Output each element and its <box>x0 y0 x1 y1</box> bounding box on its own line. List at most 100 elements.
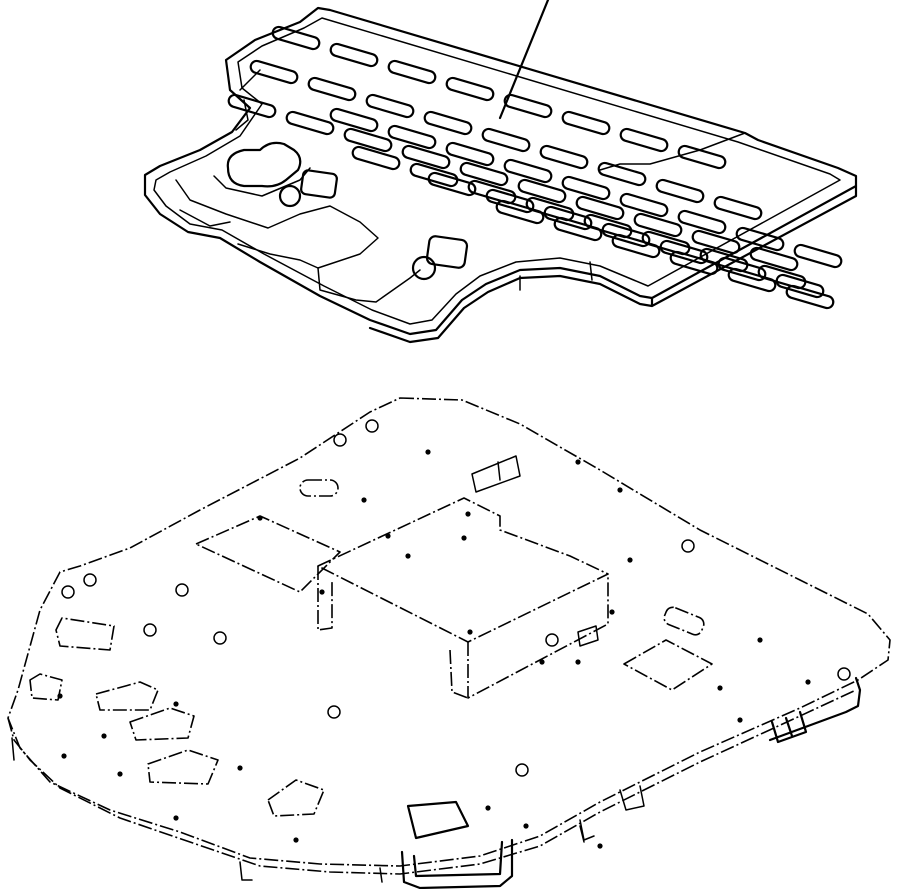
mat-rib-slot <box>249 59 299 85</box>
mat-rib-slot <box>575 195 625 221</box>
mat-rib-slot <box>597 161 647 187</box>
mat-rib-slot <box>227 93 277 119</box>
plate-hole <box>333 433 347 447</box>
mat-rib-slot <box>691 229 741 255</box>
mat-rib-slot <box>611 233 661 259</box>
mat-rib-slot <box>307 76 357 102</box>
plate-edge <box>7 689 857 875</box>
mat-rib-slot <box>699 247 749 273</box>
plate-bolt <box>617 487 623 493</box>
plate-bolt <box>385 533 391 539</box>
mat-rib-slot <box>735 226 785 252</box>
plate-hole <box>545 633 559 647</box>
plate-opening-front <box>267 779 325 817</box>
mat-rib-slot <box>459 161 509 187</box>
plate-opening-left-b <box>29 673 63 701</box>
plate-bolt <box>485 805 491 811</box>
plate-front-handle <box>400 838 514 889</box>
mat-rib-slot <box>641 230 691 256</box>
plate-bracket-right <box>768 676 862 744</box>
mat-rib-slot <box>793 243 843 269</box>
mat-rib-slot <box>583 213 633 239</box>
mat-rib-slot <box>785 284 835 310</box>
plate-bolt <box>173 815 179 821</box>
plate-front-pad <box>406 800 470 840</box>
plate-bolt <box>465 511 471 517</box>
mat-rib-slot <box>427 171 477 197</box>
mat-rib-slot <box>775 273 825 299</box>
floor-mat <box>143 6 858 344</box>
plate-opening-right <box>623 639 713 691</box>
mat-rib-slot <box>467 179 517 205</box>
mat-rib-slot <box>717 256 767 282</box>
mat-rib-slot <box>619 192 669 218</box>
plate-hole <box>143 623 157 637</box>
mat-rib-slot <box>409 162 459 188</box>
plate-hole <box>327 705 341 719</box>
mat-ribs <box>227 25 843 310</box>
plate-box-bracket <box>471 455 521 493</box>
plate-box-top <box>317 497 609 643</box>
mat-rib-slot <box>285 110 335 136</box>
plate-hole <box>61 585 75 599</box>
plate-box-side <box>317 566 333 631</box>
mat-rib-slot <box>655 178 705 204</box>
plate-bolt <box>627 557 633 563</box>
plate-bolt <box>609 609 615 615</box>
mat-rib-slot <box>677 209 727 235</box>
mat-rib-slot <box>365 93 415 119</box>
plate-bolt <box>575 459 581 465</box>
mat-rib-slot <box>351 145 401 171</box>
mat-rib-slot <box>543 205 593 231</box>
plate-bolt <box>57 693 63 699</box>
mat-rib-slot <box>495 199 545 225</box>
plate-bolt <box>257 515 263 521</box>
plate-bolt <box>461 535 467 541</box>
mat-groove-a <box>175 179 379 269</box>
plate-bolt <box>539 659 545 665</box>
plate-opening-left-a <box>55 617 115 651</box>
mat-rib-slot <box>329 42 379 68</box>
mat-rib-slot <box>387 59 437 85</box>
mat-rib-slot <box>271 25 321 51</box>
plate-bolt <box>805 679 811 685</box>
plate-bolt <box>173 701 179 707</box>
mat-rib-slot <box>517 178 567 204</box>
plate-bolt <box>319 589 325 595</box>
plate-bolt <box>523 823 529 829</box>
plate-bolt <box>575 659 581 665</box>
pedal-recess-right-circle <box>411 255 437 281</box>
mat-rib-slot <box>423 110 473 136</box>
mat-groove-d <box>235 69 261 131</box>
floor-plate <box>7 397 891 889</box>
plate-bolt <box>237 765 243 771</box>
plate-outline <box>7 397 891 867</box>
mat-rib-slot <box>727 267 777 293</box>
mat-rib-slot <box>343 127 393 153</box>
plate-hole <box>837 667 851 681</box>
plate-holes <box>61 419 851 777</box>
mat-rib-slot <box>539 144 589 170</box>
mat-rib-slot <box>601 222 651 248</box>
plate-hole <box>83 573 97 587</box>
mat-rib-slot <box>619 127 669 153</box>
mat-front-edge <box>368 184 858 344</box>
mat-rib-slot <box>503 93 553 119</box>
plate-box-knob <box>577 625 599 647</box>
mat-rib-slot <box>445 76 495 102</box>
mat-rib-slot <box>553 216 603 242</box>
pedal-recess-left <box>226 141 302 188</box>
plate-slot-rear <box>299 479 339 497</box>
mat-groove-e <box>519 261 593 291</box>
plate-left-tabs <box>11 737 585 883</box>
pedal-recess-circle <box>278 184 302 208</box>
plate-bolts <box>57 449 811 849</box>
mat-rib-slot <box>677 144 727 170</box>
plate-hole <box>681 539 695 553</box>
plate-box-front <box>467 574 609 699</box>
mat-rib-slot <box>561 110 611 136</box>
mat-rib-slot <box>481 127 531 153</box>
pedal-recess-right <box>425 235 469 269</box>
plate-box-left-face <box>449 649 469 699</box>
mat-rib-slot <box>633 212 683 238</box>
